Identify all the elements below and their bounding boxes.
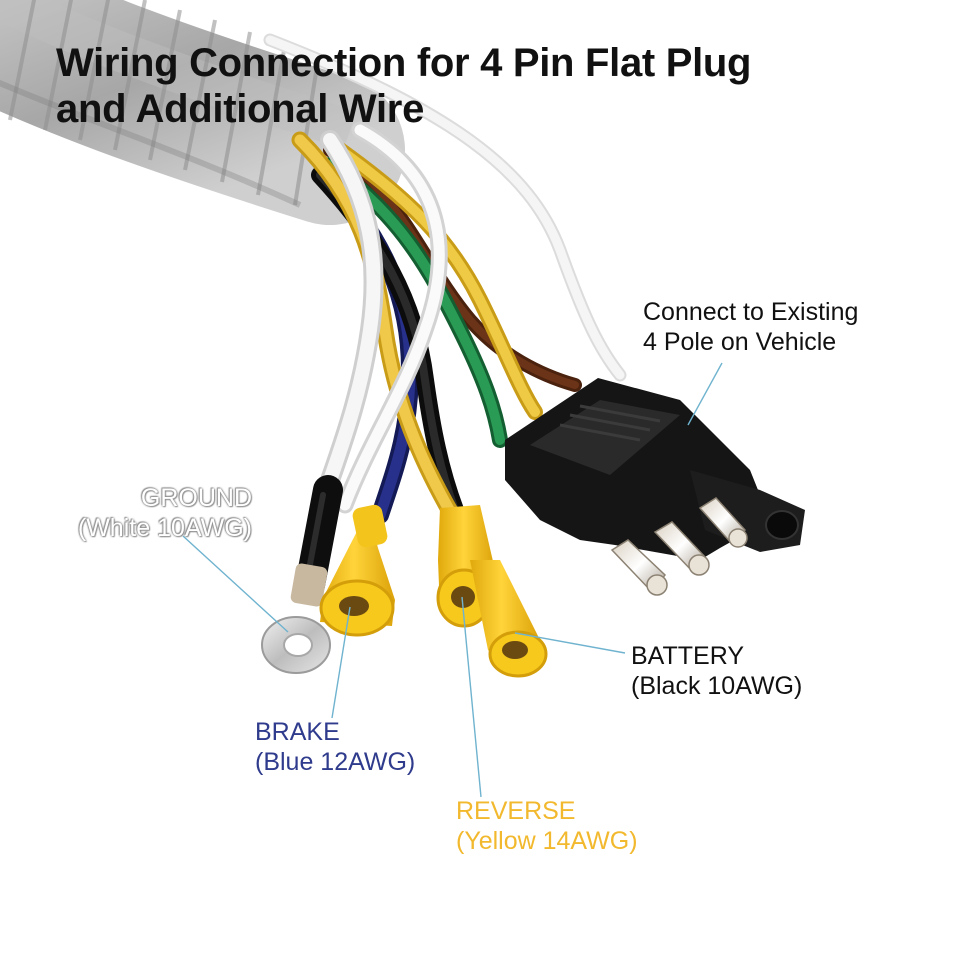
ground-callout: GROUND (White 10AWG): [78, 483, 252, 543]
four-pin-flat-plug: [505, 378, 805, 596]
reverse-callout-line-1: REVERSE: [456, 797, 576, 825]
reverse-terminal: [436, 505, 495, 628]
battery-callout: BATTERY (Black 10AWG): [631, 641, 802, 701]
brake-callout: BRAKE (Blue 12AWG): [255, 717, 415, 777]
connect-leader-line: [687, 362, 723, 426]
ground-callout-line-1: GROUND: [140, 484, 252, 512]
page-title: Wiring Connection for 4 Pin Flat Plug an…: [56, 40, 916, 132]
plug-pins: [610, 497, 748, 596]
ground-leader-line: [182, 535, 289, 633]
reverse-leader-line: [461, 596, 482, 798]
ground-callout-line-2: (White 10AWG): [77, 514, 252, 542]
connect-callout-line-1: Connect to Existing: [643, 298, 859, 326]
battery-callout-line-1: BATTERY: [631, 642, 744, 670]
brake-terminal: [319, 504, 395, 637]
brake-leader-line: [331, 606, 351, 719]
split-loom: [0, 0, 405, 225]
battery-callout-line-2: (Black 10AWG): [631, 672, 803, 700]
connect-callout: Connect to Existing 4 Pole on Vehicle: [643, 297, 858, 357]
battery-terminal: [470, 560, 548, 678]
title-line-1: Wiring Connection for 4 Pin Flat Plug: [56, 41, 752, 85]
ground-ring-terminal: [261, 475, 343, 674]
brake-callout-line-1: BRAKE: [255, 718, 340, 746]
battery-leader-line: [514, 632, 626, 654]
leader-lines: [182, 362, 723, 798]
brake-callout-line-2: (Blue 12AWG): [255, 748, 416, 776]
connect-callout-line-2: 4 Pole on Vehicle: [643, 328, 837, 356]
reverse-callout-line-2: (Yellow 14AWG): [456, 827, 638, 855]
title-line-2: and Additional Wire: [56, 87, 425, 131]
reverse-callout: REVERSE (Yellow 14AWG): [456, 796, 638, 856]
wire-bundle: [263, 33, 627, 529]
